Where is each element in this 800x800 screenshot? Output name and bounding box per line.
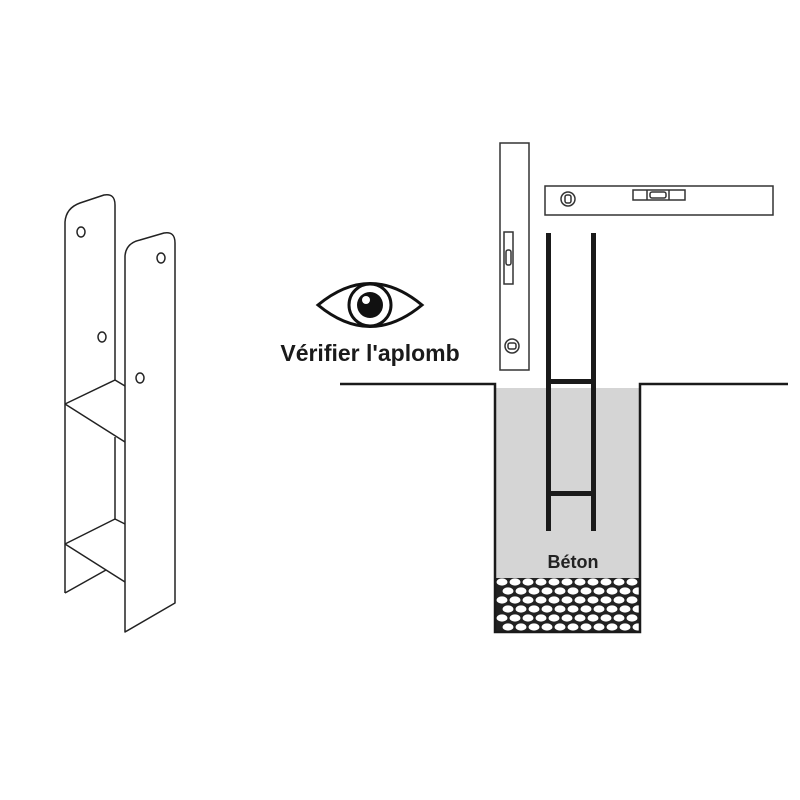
concrete-pit bbox=[340, 382, 788, 634]
gravel-stone bbox=[541, 623, 553, 631]
gravel-stone bbox=[632, 587, 640, 595]
gravel-stone bbox=[567, 623, 579, 631]
gravel-stone bbox=[613, 578, 625, 586]
gravel-stone bbox=[535, 578, 547, 586]
gravel-stone bbox=[574, 596, 586, 604]
gravel-stone bbox=[522, 614, 534, 622]
gravel-stone bbox=[554, 587, 566, 595]
gravel-stone bbox=[567, 587, 579, 595]
gravel-stone bbox=[580, 623, 592, 631]
bolt-hole bbox=[135, 372, 145, 384]
gravel-stone bbox=[528, 605, 540, 613]
gravel-stone bbox=[554, 623, 566, 631]
gravel-stone bbox=[593, 623, 605, 631]
gravel-stone bbox=[535, 596, 547, 604]
gravel-stone bbox=[515, 587, 527, 595]
gravel-stone bbox=[580, 605, 592, 613]
lower-cross-plate bbox=[64, 518, 126, 583]
check-plumb-label: Vérifier l'aplomb bbox=[280, 340, 460, 366]
gravel-stone bbox=[574, 578, 586, 586]
gravel-stone bbox=[587, 578, 599, 586]
gravel-stone bbox=[587, 614, 599, 622]
gravel-stone bbox=[619, 623, 631, 631]
gravel-stone bbox=[548, 596, 560, 604]
gravel-stone bbox=[528, 587, 540, 595]
concrete-label: Béton bbox=[547, 552, 599, 572]
eye-icon bbox=[315, 282, 425, 328]
ground-line bbox=[340, 382, 788, 634]
gravel-stone bbox=[600, 578, 612, 586]
gravel-stone bbox=[613, 614, 625, 622]
gravel-stone bbox=[515, 623, 527, 631]
gravel-stone bbox=[509, 614, 521, 622]
gravel-stone bbox=[522, 578, 534, 586]
gravel-stone bbox=[541, 605, 553, 613]
gravel-stone bbox=[600, 596, 612, 604]
gravel-stone bbox=[593, 587, 605, 595]
gravel-stone bbox=[496, 578, 508, 586]
gravel-stone bbox=[600, 614, 612, 622]
gravel-stone bbox=[587, 596, 599, 604]
gravel-stone bbox=[632, 605, 640, 613]
front-plate bbox=[124, 231, 176, 633]
gravel-stone bbox=[574, 614, 586, 622]
gravel-stone bbox=[509, 596, 521, 604]
gravel-stone bbox=[541, 587, 553, 595]
gravel-stone bbox=[632, 623, 640, 631]
gravel-stone bbox=[561, 596, 573, 604]
bolt-hole bbox=[97, 331, 107, 343]
gravel-stone bbox=[522, 596, 534, 604]
gravel-stone bbox=[626, 578, 638, 586]
gravel-stone bbox=[593, 605, 605, 613]
gravel-stone bbox=[626, 596, 638, 604]
gravel-stone bbox=[606, 623, 618, 631]
back-plate-bottom bbox=[64, 569, 107, 594]
h-post-anchor-bracket bbox=[64, 193, 176, 633]
gravel-stone bbox=[528, 623, 540, 631]
anchor-in-pit bbox=[546, 233, 596, 531]
gravel-stone bbox=[502, 623, 514, 631]
spirit-level-icon bbox=[544, 185, 774, 216]
gravel-stone bbox=[619, 587, 631, 595]
gravel-stone bbox=[561, 614, 573, 622]
gravel-stone bbox=[567, 605, 579, 613]
gravel-stone bbox=[535, 614, 547, 622]
gravel-stone bbox=[554, 605, 566, 613]
gravel-stone bbox=[613, 596, 625, 604]
gravel-stone bbox=[619, 605, 631, 613]
gravel-stone bbox=[502, 605, 514, 613]
spirit-level-icon bbox=[499, 142, 530, 371]
gravel-stone bbox=[606, 587, 618, 595]
upper-cross-plate bbox=[64, 379, 126, 443]
gravel-stone bbox=[496, 614, 508, 622]
gravel-stone bbox=[496, 596, 508, 604]
gravel-layer bbox=[495, 578, 640, 632]
gravel-stone bbox=[548, 614, 560, 622]
bolt-hole bbox=[76, 226, 86, 238]
bolt-hole bbox=[156, 252, 166, 264]
gravel-stone bbox=[606, 605, 618, 613]
gravel-stone bbox=[561, 578, 573, 586]
gravel-stone bbox=[548, 578, 560, 586]
gravel-stone bbox=[626, 614, 638, 622]
gravel-stone bbox=[515, 605, 527, 613]
gravel-stone bbox=[509, 578, 521, 586]
gravel-stone bbox=[502, 587, 514, 595]
gravel-stone bbox=[580, 587, 592, 595]
back-plate bbox=[64, 193, 116, 593]
